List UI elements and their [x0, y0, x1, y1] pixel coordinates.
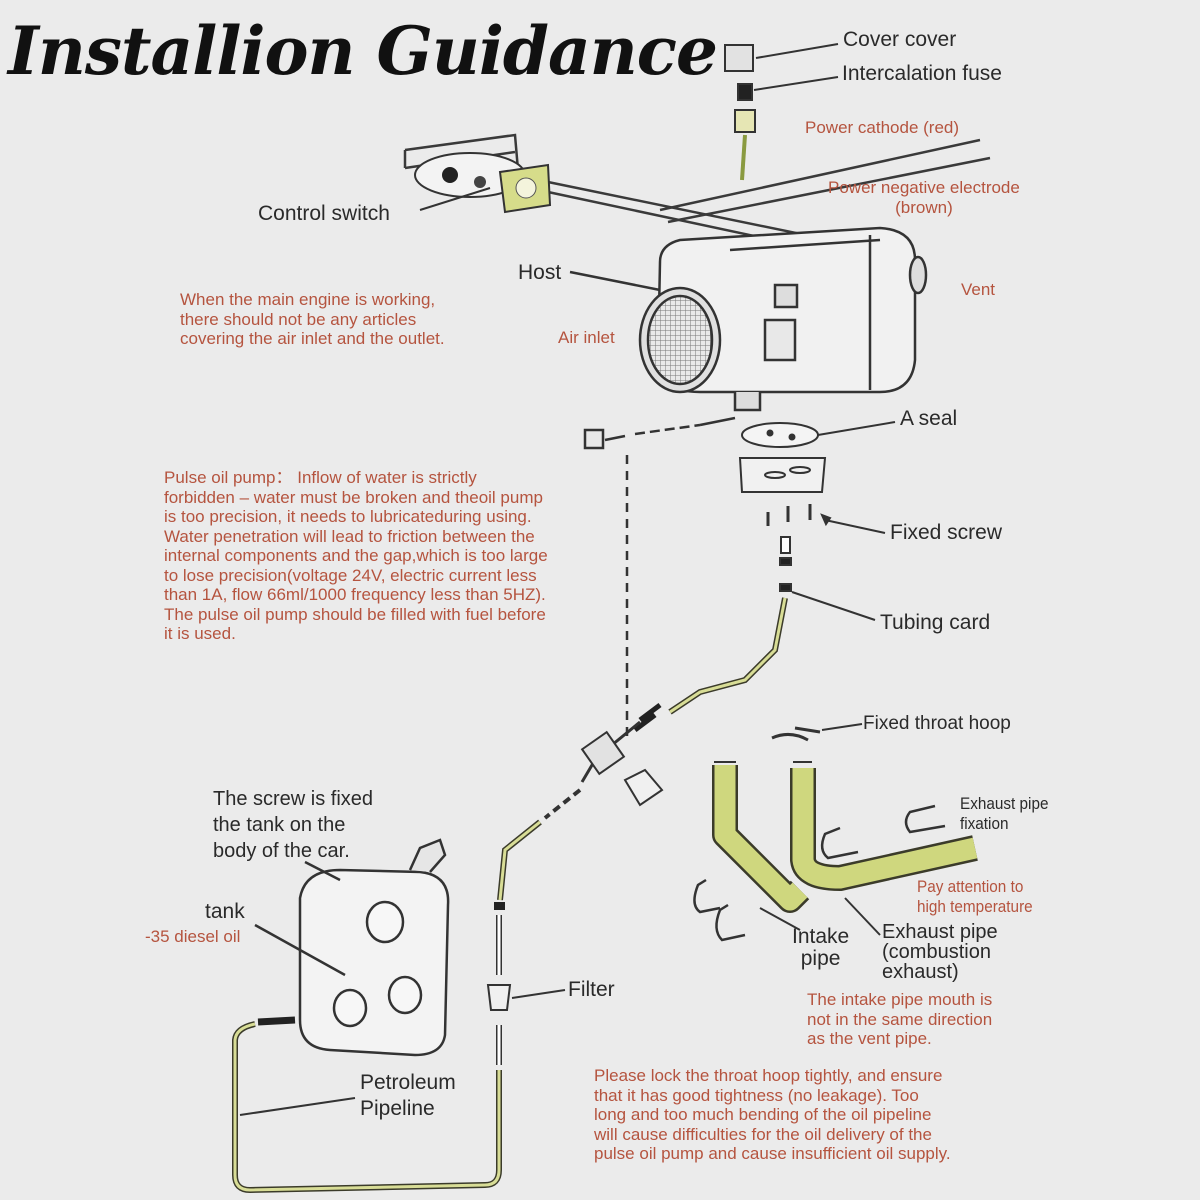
- label-diesel-oil: -35 diesel oil: [145, 927, 241, 946]
- label-air-inlet: Air inlet: [558, 328, 615, 347]
- label-tank: tank: [205, 900, 245, 923]
- label-cover-cover: Cover cover: [843, 28, 957, 51]
- label-intercalation-fuse: Intercalation fuse: [842, 62, 1002, 85]
- fuse-assembly-drawing: [724, 43, 839, 181]
- label-host: Host: [518, 261, 562, 284]
- pump-wire-drawing: [583, 416, 736, 740]
- note-engine-working: When the main engine is working, there s…: [180, 290, 445, 348]
- fuel-pipeline-drawing: [232, 597, 788, 1194]
- label-screw-fixed: The screw is fixed the tank on the body …: [213, 788, 374, 862]
- label-tubing-card: Tubing card: [880, 611, 991, 634]
- label-petroleum-pipeline: Petroleum Pipeline: [360, 1071, 456, 1120]
- label-power-negative: Power negative electrode (brown): [828, 178, 1020, 217]
- label-exhaust-pipe-fixation: Exhaust pipe fixation: [960, 794, 1049, 833]
- label-fixed-throat-hoop: Fixed throat hoop: [863, 713, 1011, 734]
- label-a-seal: A seal: [900, 407, 958, 430]
- note-intake-mouth: The intake pipe mouth is not in the same…: [807, 990, 993, 1048]
- seal-and-mount-drawing: [738, 421, 896, 621]
- page-title: Installion Guidance: [8, 12, 718, 90]
- fuel-tank-drawing: [254, 838, 450, 1057]
- label-intake-pipe: Intake pipe: [792, 925, 850, 970]
- note-lock-throat-hoop: Please lock the throat hoop tightly, and…: [594, 1066, 951, 1163]
- heater-host-drawing: [569, 226, 928, 412]
- label-pay-attention: Pay attention to high temperature: [917, 877, 1033, 916]
- note-pulse-oil-pump: Pulse oil pump： Inflow of water is stric…: [164, 468, 548, 643]
- label-power-cathode: Power cathode (red): [805, 118, 960, 137]
- exhaust-intake-pipes-drawing: [693, 723, 978, 942]
- label-exhaust-pipe: Exhaust pipe (combustion exhaust): [882, 921, 998, 983]
- label-filter: Filter: [568, 978, 615, 1001]
- label-control-switch: Control switch: [258, 202, 390, 225]
- label-fixed-screw: Fixed screw: [890, 521, 1003, 544]
- label-vent: Vent: [961, 280, 996, 299]
- control-switch-drawing: [414, 152, 552, 214]
